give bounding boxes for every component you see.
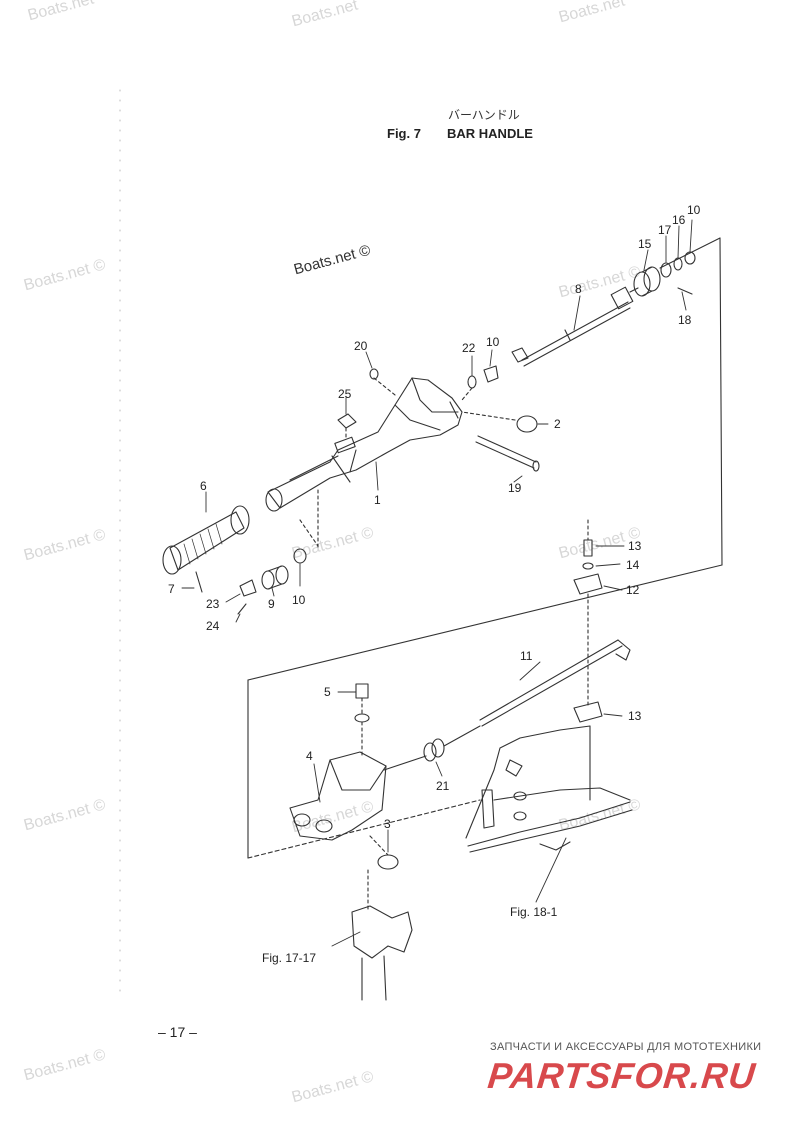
- assembly-leaders: [299, 377, 516, 549]
- part-5-washer: [354, 713, 370, 723]
- part-label: 21: [436, 779, 450, 793]
- part-label: 6: [200, 479, 207, 493]
- part-label: 16: [672, 213, 686, 227]
- part-11-rod: [479, 639, 631, 727]
- figure-reference: Fig. 17-17: [262, 951, 316, 965]
- part-label: 9: [268, 597, 275, 611]
- part-10-nut-low: [293, 548, 307, 564]
- assembly-outline: [247, 237, 723, 859]
- part-7-screw: [195, 571, 203, 593]
- part-14-washer: [582, 562, 594, 570]
- part-17-washer: [660, 262, 672, 278]
- part-label: 5: [324, 685, 331, 699]
- figure-number: Fig. 7: [387, 126, 421, 141]
- part-16-washer: [673, 257, 683, 271]
- part-label: 8: [575, 282, 582, 296]
- part-13-bolt: [583, 539, 593, 557]
- part-15-gear: [629, 266, 661, 297]
- part-label: 22: [462, 341, 476, 355]
- part-label: 14: [626, 558, 640, 572]
- part-label: 17: [658, 223, 672, 237]
- part-label: 10: [687, 203, 701, 217]
- part-18-pin: [677, 287, 693, 295]
- part-10-cap-mid: [483, 365, 499, 383]
- part-label: 7: [168, 582, 175, 596]
- part-label: 23: [206, 597, 220, 611]
- part-label: 18: [678, 313, 692, 327]
- title-japanese: バーハンドル: [448, 108, 520, 122]
- part-label: 24: [206, 619, 220, 633]
- part-label: 13: [628, 709, 642, 723]
- part-label: 13: [628, 539, 642, 553]
- footer-tagline: ЗАПЧАСТИ И АКСЕССУАРЫ ДЛЯ МОТОТЕХНИКИ: [490, 1041, 762, 1053]
- part-label: 3: [384, 817, 391, 831]
- part-label: 11: [520, 649, 533, 663]
- part-21-boot: [383, 725, 481, 771]
- label-leaders: [181, 219, 693, 947]
- fig-18-1-housing: [465, 725, 633, 853]
- part-8-shaft: [511, 286, 634, 367]
- part-label: 15: [638, 237, 652, 251]
- part-22-washer: [467, 375, 477, 389]
- part-19-bolt: [475, 435, 540, 472]
- part-9-bushing: [261, 565, 289, 590]
- part-24-pin: [237, 603, 247, 615]
- part-label: 12: [626, 583, 640, 597]
- part-10-cap: [684, 251, 696, 265]
- footer-brand-logo: PARTSFOR.RU: [485, 1055, 758, 1096]
- part-label: 4: [306, 749, 313, 763]
- part-3-washer: [377, 854, 399, 870]
- part-12-bracket: [573, 573, 603, 595]
- part-23: [239, 579, 257, 597]
- part-label: 2: [554, 417, 561, 431]
- part-6-grip: [162, 505, 250, 575]
- part-label: 10: [486, 335, 500, 349]
- part-label: 10: [292, 593, 306, 607]
- part-label: 19: [508, 481, 522, 495]
- part-4-bracket: [289, 721, 387, 841]
- figure-title: BAR HANDLE: [447, 126, 533, 141]
- part-2-knob: [516, 415, 538, 433]
- part-label: 1: [374, 493, 381, 507]
- part-5-bolt: [355, 683, 369, 699]
- part-label: 25: [338, 387, 352, 401]
- part-20-nut: [369, 368, 379, 380]
- part-label: 20: [354, 339, 368, 353]
- part-25: [337, 413, 357, 429]
- figure-reference: Fig. 18-1: [510, 905, 558, 919]
- fig-17-17-clamp: [351, 869, 413, 1001]
- part-13-lower: [573, 701, 603, 723]
- part-1-handle-body: [265, 377, 463, 512]
- page-number: – 17 –: [158, 1024, 197, 1040]
